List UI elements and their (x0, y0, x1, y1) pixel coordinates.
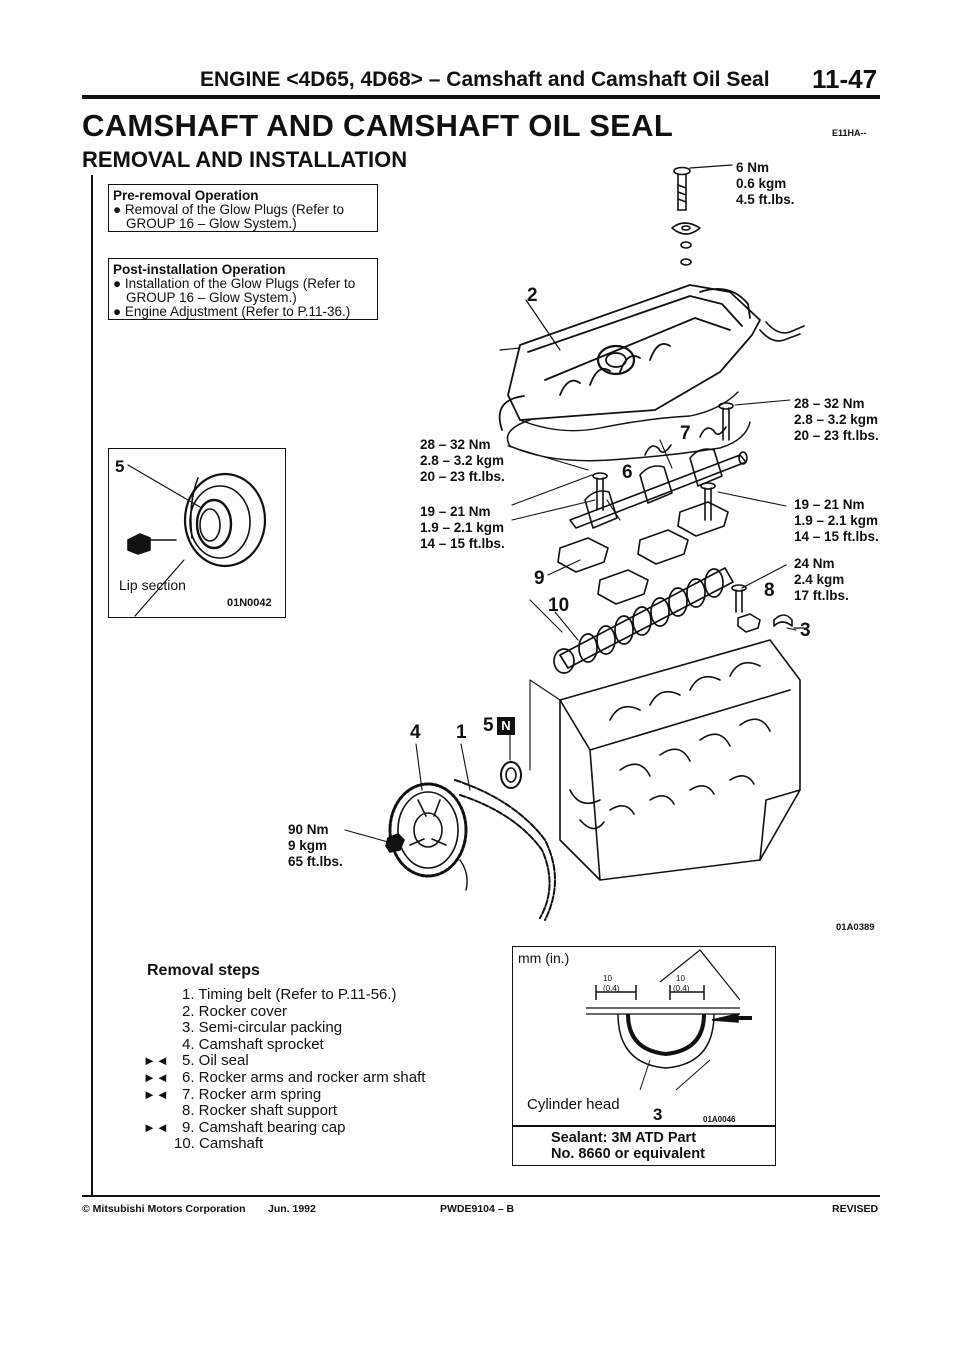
oil-seal-lip-icon (127, 464, 267, 617)
step-text: 5. Oil seal (182, 1052, 249, 1070)
callout-6: 6 (622, 462, 633, 483)
unit-label: mm (in.) (518, 950, 570, 966)
removal-step-8: 8. Rocker shaft support (143, 1102, 425, 1120)
callout-9: 9 (534, 568, 545, 589)
removal-step-1: 1. Timing belt (Refer to P.11-56.) (143, 986, 425, 1004)
step-text: 8. Rocker shaft support (182, 1102, 338, 1120)
pre-removal-box: Pre-removal Operation ● Removal of the G… (108, 184, 378, 232)
section-code: E11HA-- (832, 128, 867, 138)
lip-section-label: Lip section (119, 577, 186, 593)
cylinder-head-icon (559, 639, 801, 881)
left-rule (91, 175, 93, 1195)
removal-step-9: ►◄ 9. Camshaft bearing cap (143, 1118, 425, 1137)
semi-circular-packing-icon (773, 614, 793, 627)
gasket-icon (506, 419, 751, 462)
footer-copyright: © Mitsubishi Motors Corporation (82, 1203, 246, 1215)
camshaft-icon (529, 567, 734, 674)
pre-removal-title: Pre-removal Operation (113, 188, 259, 203)
breather-pipe-icon (759, 321, 805, 342)
callout-4: 4 (410, 722, 421, 743)
callout-2: 2 (527, 285, 538, 306)
cylinder-head-label: Cylinder head (527, 1096, 620, 1113)
removal-step-3: 3. Semi-circular packing (143, 1019, 425, 1037)
diagram-code: 01A0389 (836, 922, 875, 933)
sealant-detail-code: 01A0046 (703, 1115, 736, 1124)
sprocket-bolt-icon (385, 833, 405, 853)
post-installation-item-2: GROUP 16 – Glow System.) (126, 290, 297, 305)
step-text: 3. Semi-circular packing (182, 1019, 343, 1037)
sealant-divider (513, 1125, 775, 1127)
removal-steps-list: 1. Timing belt (Refer to P.11-56.) 2. Ro… (143, 986, 426, 1153)
step-text: 6. Rocker arms and rocker arm shaft (182, 1068, 426, 1086)
camshaft-sprocket-icon (388, 782, 468, 878)
post-installation-item-1: ● Installation of the Glow Plugs (Refer … (113, 276, 356, 291)
step-mark: ►◄ (143, 1069, 169, 1085)
pre-removal-item-2: GROUP 16 – Glow System.) (126, 216, 297, 231)
removal-step-7: ►◄ 7. Rocker arm spring (143, 1085, 425, 1104)
footer-doc-number: PWDE9104 – B (440, 1203, 515, 1215)
callout-8: 8 (764, 580, 775, 601)
post-installation-box: Post-installation Operation ● Installati… (108, 258, 378, 320)
dim-right: 10 (676, 974, 685, 983)
callout-7: 7 (680, 423, 691, 444)
dim-left: 10 (603, 974, 612, 983)
callout-5-new-badge: N (497, 717, 515, 735)
removal-step-5: ►◄ 5. Oil seal (143, 1053, 425, 1070)
step-text: 10. Camshaft (174, 1135, 264, 1153)
sealant-callout-3: 3 (653, 1105, 663, 1124)
footer-date: Jun. 1992 (268, 1203, 316, 1215)
lip-section-code: 01N0042 (227, 597, 272, 609)
lip-callout-5: 5 (115, 457, 125, 476)
step-mark: ►◄ (143, 1086, 169, 1102)
removal-step-10: 10. Camshaft (143, 1136, 425, 1153)
cover-bolt-icon (671, 164, 733, 266)
removal-step-2: 2. Rocker cover (143, 1002, 425, 1021)
removal-steps-title: Removal steps (147, 962, 260, 979)
callout-3: 3 (800, 620, 811, 641)
callout-10: 10 (548, 595, 570, 616)
sealant-detail-icon (586, 949, 752, 1091)
post-installation-item-3: ● Engine Adjustment (Refer to P.11-36.) (113, 304, 351, 319)
sealant-box: mm (in.) 10 (0.4) 10 (0.4) Cylinder head… (512, 946, 776, 1166)
section-heading: CAMSHAFT AND CAMSHAFT OIL SEAL (82, 108, 674, 143)
removal-step-6: ►◄ 6. Rocker arms and rocker arm shaft (143, 1068, 426, 1087)
step-text: 1. Timing belt (Refer to P.11-56.) (182, 986, 397, 1003)
page-number: 11-47 (812, 64, 878, 94)
step-text: 2. Rocker cover (182, 1002, 288, 1020)
step-mark: ►◄ (143, 1053, 169, 1069)
callout-1: 1 (456, 722, 467, 743)
sub-heading: REMOVAL AND INSTALLATION (82, 147, 408, 172)
bearing-cap-icon (557, 501, 761, 633)
callout-5: 5 (483, 715, 494, 736)
header-title: ENGINE <4D65, 4D68> – Camshaft and Camsh… (200, 68, 770, 91)
removal-step-4: 4. Camshaft sprocket (143, 1035, 425, 1054)
dim-left-in: (0.4) (603, 984, 620, 993)
sealant-spec: Sealant: 3M ATD Part No. 8660 or equival… (551, 1130, 705, 1162)
shaft-bolts-icon (592, 402, 747, 613)
step-mark: ►◄ (143, 1119, 169, 1135)
dim-right-in: (0.4) (673, 984, 690, 993)
oil-seal-icon (500, 761, 522, 789)
footer-status: REVISED (832, 1203, 879, 1215)
footer-rule (82, 1195, 880, 1197)
step-text: 9. Camshaft bearing cap (182, 1118, 346, 1136)
step-text: 7. Rocker arm spring (182, 1085, 322, 1103)
header-rule (82, 95, 880, 99)
step-text: 4. Camshaft sprocket (182, 1035, 324, 1053)
rocker-shaft-icon (569, 426, 748, 529)
rocker-cover-icon (498, 284, 761, 432)
pre-removal-item-1: ● Removal of the Glow Plugs (Refer to (113, 202, 344, 217)
post-installation-title: Post-installation Operation (113, 262, 286, 277)
timing-belt-icon (454, 779, 556, 921)
